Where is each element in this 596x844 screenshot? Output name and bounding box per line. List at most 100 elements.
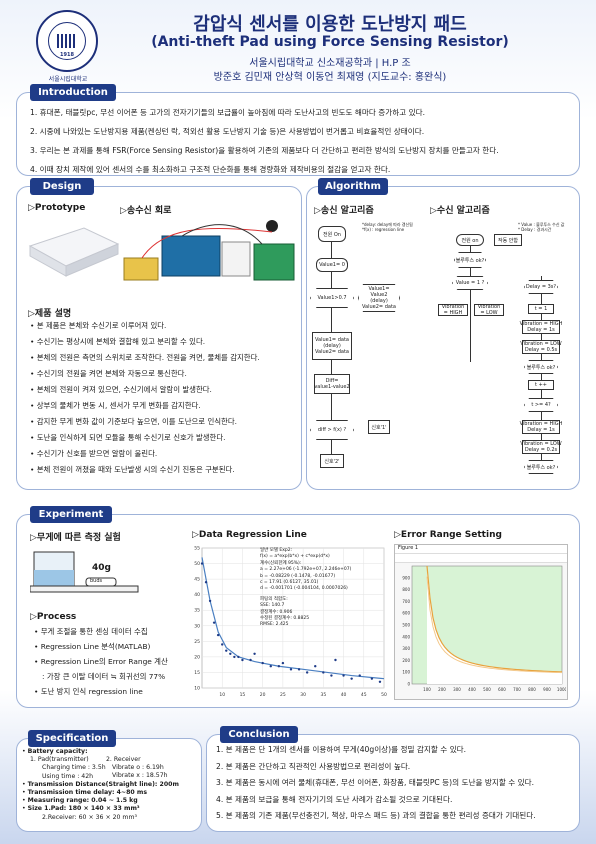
recv-cond-bluetooth: 블루투스 ok? [454, 252, 486, 268]
intro-item: 1. 휴대폰, 태블릿pc, 무선 이어폰 등 고가의 전자기기들의 보급률이 … [30, 108, 426, 117]
conclusion-list: 1. 본 제품은 단 1개의 센서를 이용하여 무게(40g이상)를 정밀 감지… [216, 742, 576, 825]
x-tick-label: 30 [300, 692, 306, 698]
x-tick-label: 25 [280, 692, 286, 698]
process-list: • 무게 조절을 통한 센싱 데이터 수집 • Regression Line … [34, 624, 184, 699]
regression-heading: ▷Data Regression Line [192, 530, 307, 540]
data-point [342, 674, 345, 677]
recv-t-init: t = 1 [528, 304, 554, 314]
list-item: • Regression Line의 Error Range 계산 [34, 657, 168, 666]
introduction-list: 1. 휴대폰, 태블릿pc, 무선 이어폰 등 고가의 전자기기들의 보급률이 … [30, 103, 580, 179]
list-item: • 상부의 물체가 변동 시, 센서가 무게 변화를 감지한다. [30, 401, 201, 410]
y-tick-label: 300 [402, 646, 410, 651]
recv-cond-bluetooth-3: 블루투스 ok? [524, 460, 558, 474]
intro-item: 2. 시중에 나와있는 도난방지용 제품(켄싱턴 락, 적외선 활용 도난방지 … [30, 127, 425, 136]
x-tick-label: 300 [453, 687, 461, 692]
recv-t-increment: t ++ [528, 380, 554, 390]
x-tick-label: 100 [423, 687, 431, 692]
data-point [334, 658, 337, 662]
conclusion-item: 5. 본 제품의 기존 제품(무선충전기, 책상, 마우스 패드 등) 과의 결… [216, 811, 536, 820]
data-point [225, 649, 228, 652]
spec-line: • Measuring range: 0.04 ~ 1.5 kg [22, 797, 138, 805]
scale-value: 40g [92, 563, 111, 573]
data-point [330, 674, 333, 677]
data-point [269, 665, 272, 668]
flow-line [470, 242, 471, 362]
intro-item: 3. 우리는 본 과제를 통해 FSR(Force Sensing Resist… [30, 146, 499, 155]
y-tick-label: 900 [402, 575, 410, 580]
fit-line: RMSE: 2.425 [260, 622, 289, 628]
flow-line [541, 276, 542, 472]
data-point [233, 655, 236, 659]
experiment-header: Experiment [30, 506, 112, 523]
x-tick-label: 50 [381, 692, 387, 698]
recv-idle: 작동 안함 [494, 234, 522, 246]
flow-assign: Value1= Value2 (delay) Value2= data [358, 284, 400, 312]
product-description-list: • 본 제품은 본체와 수신기로 이루어져 있다. • 수신기는 평상시에 본체… [30, 318, 300, 478]
data-point [261, 661, 264, 665]
data-point [237, 655, 240, 659]
introduction-panel [16, 92, 580, 176]
recv-cond-delay: Delay = 3s? [524, 280, 558, 294]
list-item: • 본체 전원이 꺼졌을 때와 도난발생 시의 수신기 진동은 구분된다. [30, 465, 235, 474]
pad-front [65, 243, 119, 277]
authors: 방준호 김민재 안상혁 이동언 최재영 (지도교수: 홍완식) [213, 72, 447, 83]
university-logo: 1918 [36, 10, 98, 72]
receive-note: * Value : 블루투스 수신 값 * Delay : 경과시간 [518, 222, 565, 232]
x-tick-label: 500 [483, 687, 491, 692]
spec-line: Using time : 42h [42, 772, 94, 780]
list-item: • 수신기가 신호를 받으면 알람이 울린다. [30, 449, 158, 458]
y-tick-label: 35 [194, 608, 200, 614]
fit-line: 피팅의 적합도: [260, 596, 288, 602]
recv-cond-t: t >= 4? [524, 398, 558, 412]
y-tick-label: 800 [402, 587, 410, 592]
spec-line: • Transmission Distance(Straight line): … [22, 780, 179, 788]
x-tick-label: 600 [498, 687, 506, 692]
x-tick-label: 800 [528, 687, 536, 692]
design-header: Design [30, 178, 94, 195]
y-tick-label: 50 [194, 561, 200, 567]
data-point [297, 668, 301, 671]
list-item: • 감지한 무게 변화 값이 기준보다 높으면, 이를 도난으로 인식한다. [30, 417, 237, 426]
flow-condition-2: diff > f(x) ? [310, 420, 354, 440]
x-tick-label: 400 [468, 687, 476, 692]
y-tick-label: 100 [402, 670, 410, 675]
y-tick-label: 15 [194, 670, 200, 676]
recv-start: 전원 on [456, 234, 484, 246]
list-item: • 도난을 인식하게 되면 모듈을 통해 수신기로 신호가 발생한다. [30, 433, 226, 442]
conclusion-panel [206, 734, 580, 832]
flow-value-init: Value1= 0 [316, 258, 348, 272]
affiliation: 서울시립대학교 신소재공학과 | H.P 조 [249, 58, 411, 69]
fit-line: 일반 모델 Exp2: [260, 548, 293, 553]
list-item: • 본체의 전원이 켜져 있으면, 수신기에서 알람이 발생한다. [30, 385, 212, 394]
figure-titlebar: Figure 1 [395, 545, 567, 554]
product-description-heading: ▷제품 설명 [28, 309, 72, 319]
flow-start: 전원 On [318, 226, 346, 242]
flow-condition-1: Value1>0.7 [310, 288, 354, 308]
y-tick-label: 20 [194, 654, 200, 660]
buds-case-icon [85, 577, 117, 587]
y-tick-label: 500 [402, 623, 410, 628]
list-item: • 수신기는 평상시에 본체와 결합해 있고 분리할 수 있다. [30, 337, 206, 346]
y-tick-label: 30 [194, 623, 200, 629]
send-note: *delay: delay에 따라 갱신됨 *f(x) : regression… [362, 222, 413, 232]
spec-line: 2. Receiver [106, 756, 141, 763]
data-point [322, 671, 325, 674]
fit-line: c = 17.91 (0.6127, 35.01) [260, 580, 319, 586]
fit-line: d = -0.001701 (-0.004104, 0.0007026) [260, 586, 348, 592]
sensor-module-icon [253, 243, 295, 281]
regression-line [201, 557, 385, 680]
recv-vl2: Vibration = LOW Delay = 0.2s [520, 440, 562, 454]
y-tick-label: 0 [407, 682, 410, 687]
data-point [305, 671, 309, 674]
flow-signal-1: 신호'1' [368, 420, 390, 434]
recv-vl: Vibration = LOW Delay = 0.5s [520, 340, 562, 354]
fit-line: 결정계수: 0.906 [260, 609, 293, 615]
list-item: • 본 제품은 본체와 수신기로 이루어져 있다. [30, 321, 167, 330]
conclusion-item: 4. 본 제품의 보급을 통해 전자기기의 도난 사례가 감소될 것으로 기대된… [216, 794, 453, 804]
spec-line: Vibrate o : 6.19h [112, 764, 164, 772]
flow-value-data: Value1= data (delay) Value2= data [312, 332, 352, 360]
recv-cond-bluetooth-2: 블루투스 ok? [524, 360, 558, 374]
weight-test-heading: ▷무게에 따른 측정 실험 [30, 533, 121, 543]
recv-cond-value: Value = 1 ? [452, 276, 488, 290]
